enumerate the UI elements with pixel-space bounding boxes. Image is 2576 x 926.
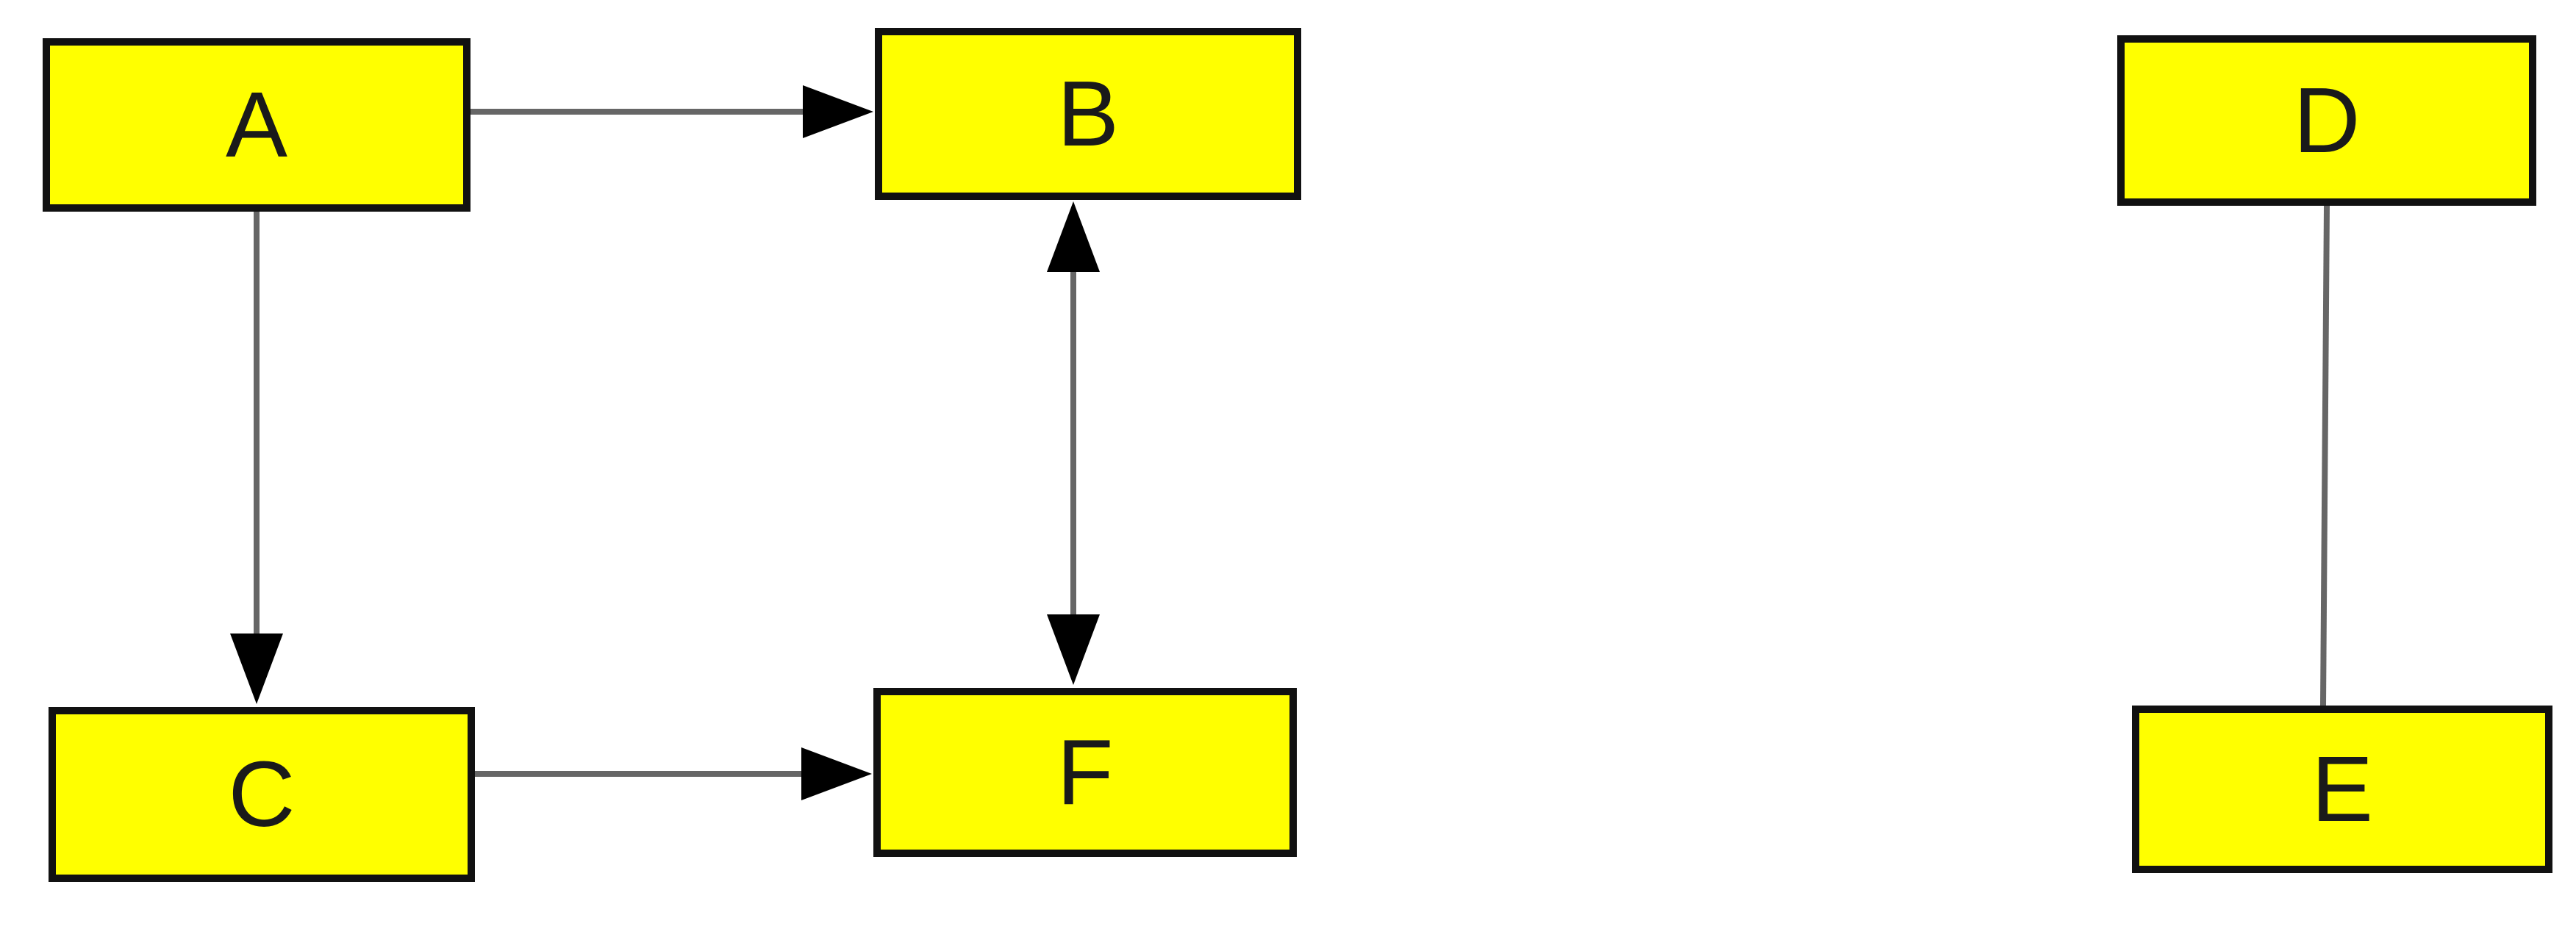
node-f[interactable]: F: [873, 688, 1297, 857]
node-c[interactable]: C: [49, 707, 475, 882]
node-e-label: E: [2311, 737, 2374, 841]
arrowhead-into-b-left: [803, 85, 873, 138]
edge-b-f-bidirectional: [1047, 201, 1100, 685]
node-a[interactable]: A: [43, 38, 471, 212]
edge-d-to-e-line: [2320, 205, 2330, 706]
edge-c-to-f: [475, 747, 872, 800]
node-b-label: B: [1056, 62, 1120, 165]
node-f-label: F: [1056, 720, 1114, 824]
edge-a-to-b: [471, 85, 873, 138]
node-b[interactable]: B: [875, 28, 1301, 200]
arrowhead-into-f-top: [1047, 614, 1100, 685]
edge-a-to-c: [230, 212, 283, 704]
node-d-label: D: [2293, 68, 2361, 172]
node-d[interactable]: D: [2117, 35, 2536, 206]
edge-d-to-e: [2320, 205, 2330, 706]
node-e[interactable]: E: [2132, 706, 2552, 873]
node-a-label: A: [225, 73, 288, 176]
node-c-label: C: [228, 742, 296, 846]
arrowhead-into-c-top: [230, 634, 283, 704]
arrowhead-into-f-left: [801, 747, 872, 800]
arrowhead-into-b-bottom: [1047, 201, 1100, 272]
